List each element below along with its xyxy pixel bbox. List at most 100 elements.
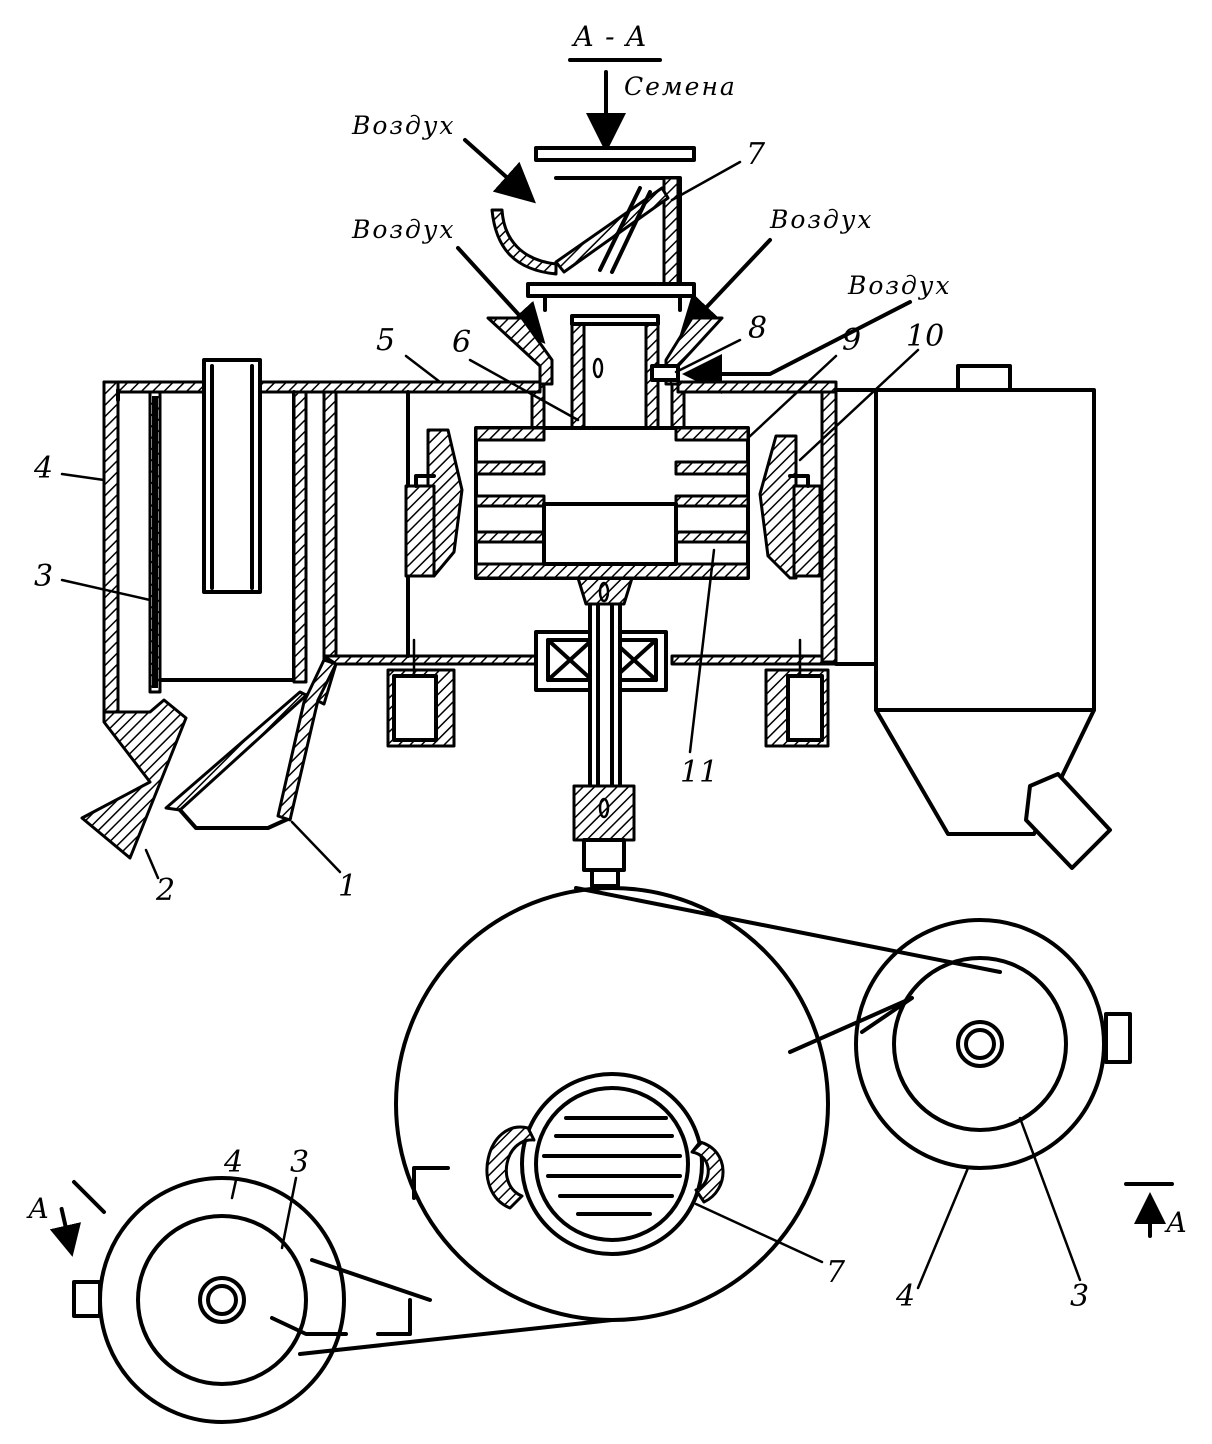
feeder-inner-ring: [534, 1086, 690, 1242]
left-cyclone-inlet-2: [376, 1298, 412, 1336]
callout-8: 8: [748, 311, 767, 346]
deflector-right: [758, 434, 798, 580]
leader-7-top: [670, 160, 742, 202]
outline-right-tangent: [788, 996, 914, 1054]
right-cyclone-pipe-outer: [956, 1020, 1004, 1068]
funnel-left: [486, 316, 554, 386]
feeder-top-plate: [534, 146, 696, 162]
left-cyclone-inner: [136, 1214, 308, 1386]
bottom-plate-left: [322, 654, 542, 666]
leader-5: [404, 354, 442, 384]
leader-6: [468, 358, 580, 422]
air-label-1: Воздух: [351, 111, 456, 140]
rotor-plate-4r: [674, 530, 750, 544]
leader-9: [746, 354, 838, 440]
callout-3: 3: [34, 559, 53, 594]
section-mark-left: А: [26, 1192, 50, 1225]
cyclone-cap: [956, 364, 1012, 392]
housing-top-right: [676, 380, 838, 394]
callout-4-right: 4: [895, 1279, 915, 1314]
callout-9: 9: [842, 323, 861, 358]
air-label-3: Воздух: [769, 205, 874, 234]
left-cyclone-inlet-1: [270, 1316, 348, 1336]
feeder-grate-lines: [542, 1116, 682, 1216]
plan-view: 7 4 3 4 3 А А: [26, 886, 1188, 1424]
leader-3: [60, 578, 152, 602]
leader-4: [60, 472, 106, 482]
feeder-guides: [598, 186, 652, 274]
callout-11: 11: [680, 755, 718, 790]
section-mark-right: А: [1164, 1206, 1188, 1239]
rotor-plate-3l: [474, 494, 546, 508]
feeder-side-left: [485, 1125, 536, 1210]
leader-10: [798, 348, 920, 462]
leader-8: [674, 338, 742, 374]
section-mark-left-line: [72, 1180, 106, 1214]
rotor-hub: [542, 502, 678, 566]
air-label-4: Воздух: [847, 271, 952, 300]
corner-mark: [412, 1166, 450, 1200]
shaft-slot-lower: [598, 797, 610, 819]
cyclone-outlet: [1024, 772, 1112, 870]
left-cyclone-pipe-inner: [206, 1284, 238, 1316]
nozzle-8: [650, 364, 680, 382]
housing-right-wall: [820, 390, 838, 664]
casing-left-wall: [102, 380, 120, 714]
support-left-inner: [392, 674, 438, 742]
shaft-slot-upper: [598, 581, 610, 603]
rotor-plate-2l: [474, 460, 546, 476]
left-chamber-divider: [292, 390, 308, 684]
seeds-label: Семена: [624, 72, 737, 101]
leader-2: [144, 848, 160, 880]
support-right-inner: [786, 674, 824, 742]
callout-3-right: 3: [1070, 1279, 1089, 1314]
air-arrow-3: [679, 238, 772, 336]
feeder-chute: [554, 186, 670, 274]
bottom-plate-right: [670, 654, 838, 666]
shaft-coupling: [582, 838, 626, 872]
callout-2: 2: [155, 873, 175, 908]
deflector-right-holder: [792, 484, 822, 578]
right-chamber-wall: [322, 390, 338, 664]
callout-4-left: 4: [223, 1145, 243, 1180]
chute-1-wall: [276, 658, 338, 822]
cyclone-body: [874, 388, 1096, 712]
callout-7-top: 7: [746, 137, 766, 172]
shaft-end: [590, 868, 620, 888]
outline-left-tangent: [310, 1258, 432, 1302]
leader-4-left: [230, 1178, 238, 1200]
air-arrow-4: [682, 300, 912, 394]
leader-3-right: [1018, 1116, 1082, 1282]
right-cyclone-pipe-inner: [964, 1028, 996, 1060]
rotor-plate-1l: [474, 426, 546, 442]
mesh-core: [152, 396, 158, 688]
callout-7-plan: 7: [826, 1255, 846, 1290]
leader-7-plan: [694, 1202, 824, 1264]
rotor-plate-3r: [674, 494, 750, 508]
section-view: А - А Семена Воздух Воздух Воздух Воздух: [33, 20, 1112, 908]
right-cyclone-nozzle: [1104, 1012, 1132, 1064]
callout-6: 6: [452, 325, 471, 360]
leader-3-left: [280, 1176, 298, 1250]
deflector-left-bolt: [414, 474, 436, 488]
feeder-frame: [554, 176, 682, 292]
tube-slot: [592, 357, 604, 379]
bearing-left-cross: [546, 638, 594, 682]
section-mark-left-arrow: [49, 1206, 82, 1257]
feeder-lower-flange: [526, 282, 696, 298]
leader-11: [688, 548, 716, 754]
rotor-plate-1r: [674, 426, 750, 442]
air-label-2: Воздух: [351, 215, 456, 244]
section-title: А - А: [571, 20, 648, 53]
chute-1-bottom: [178, 808, 292, 830]
left-cyclone-nozzle: [72, 1280, 102, 1318]
deflector-right-bolt: [788, 474, 810, 488]
right-cyclone-inner: [892, 956, 1068, 1132]
housing-top-left: [102, 380, 542, 394]
feeder-side-right: [690, 1140, 725, 1204]
callout-1: 1: [338, 869, 357, 904]
shaft-bellows: [572, 784, 636, 842]
feeder-outer-ring: [520, 1072, 704, 1256]
rotor-plate-4l: [474, 530, 546, 544]
leader-4-right: [916, 1166, 970, 1290]
